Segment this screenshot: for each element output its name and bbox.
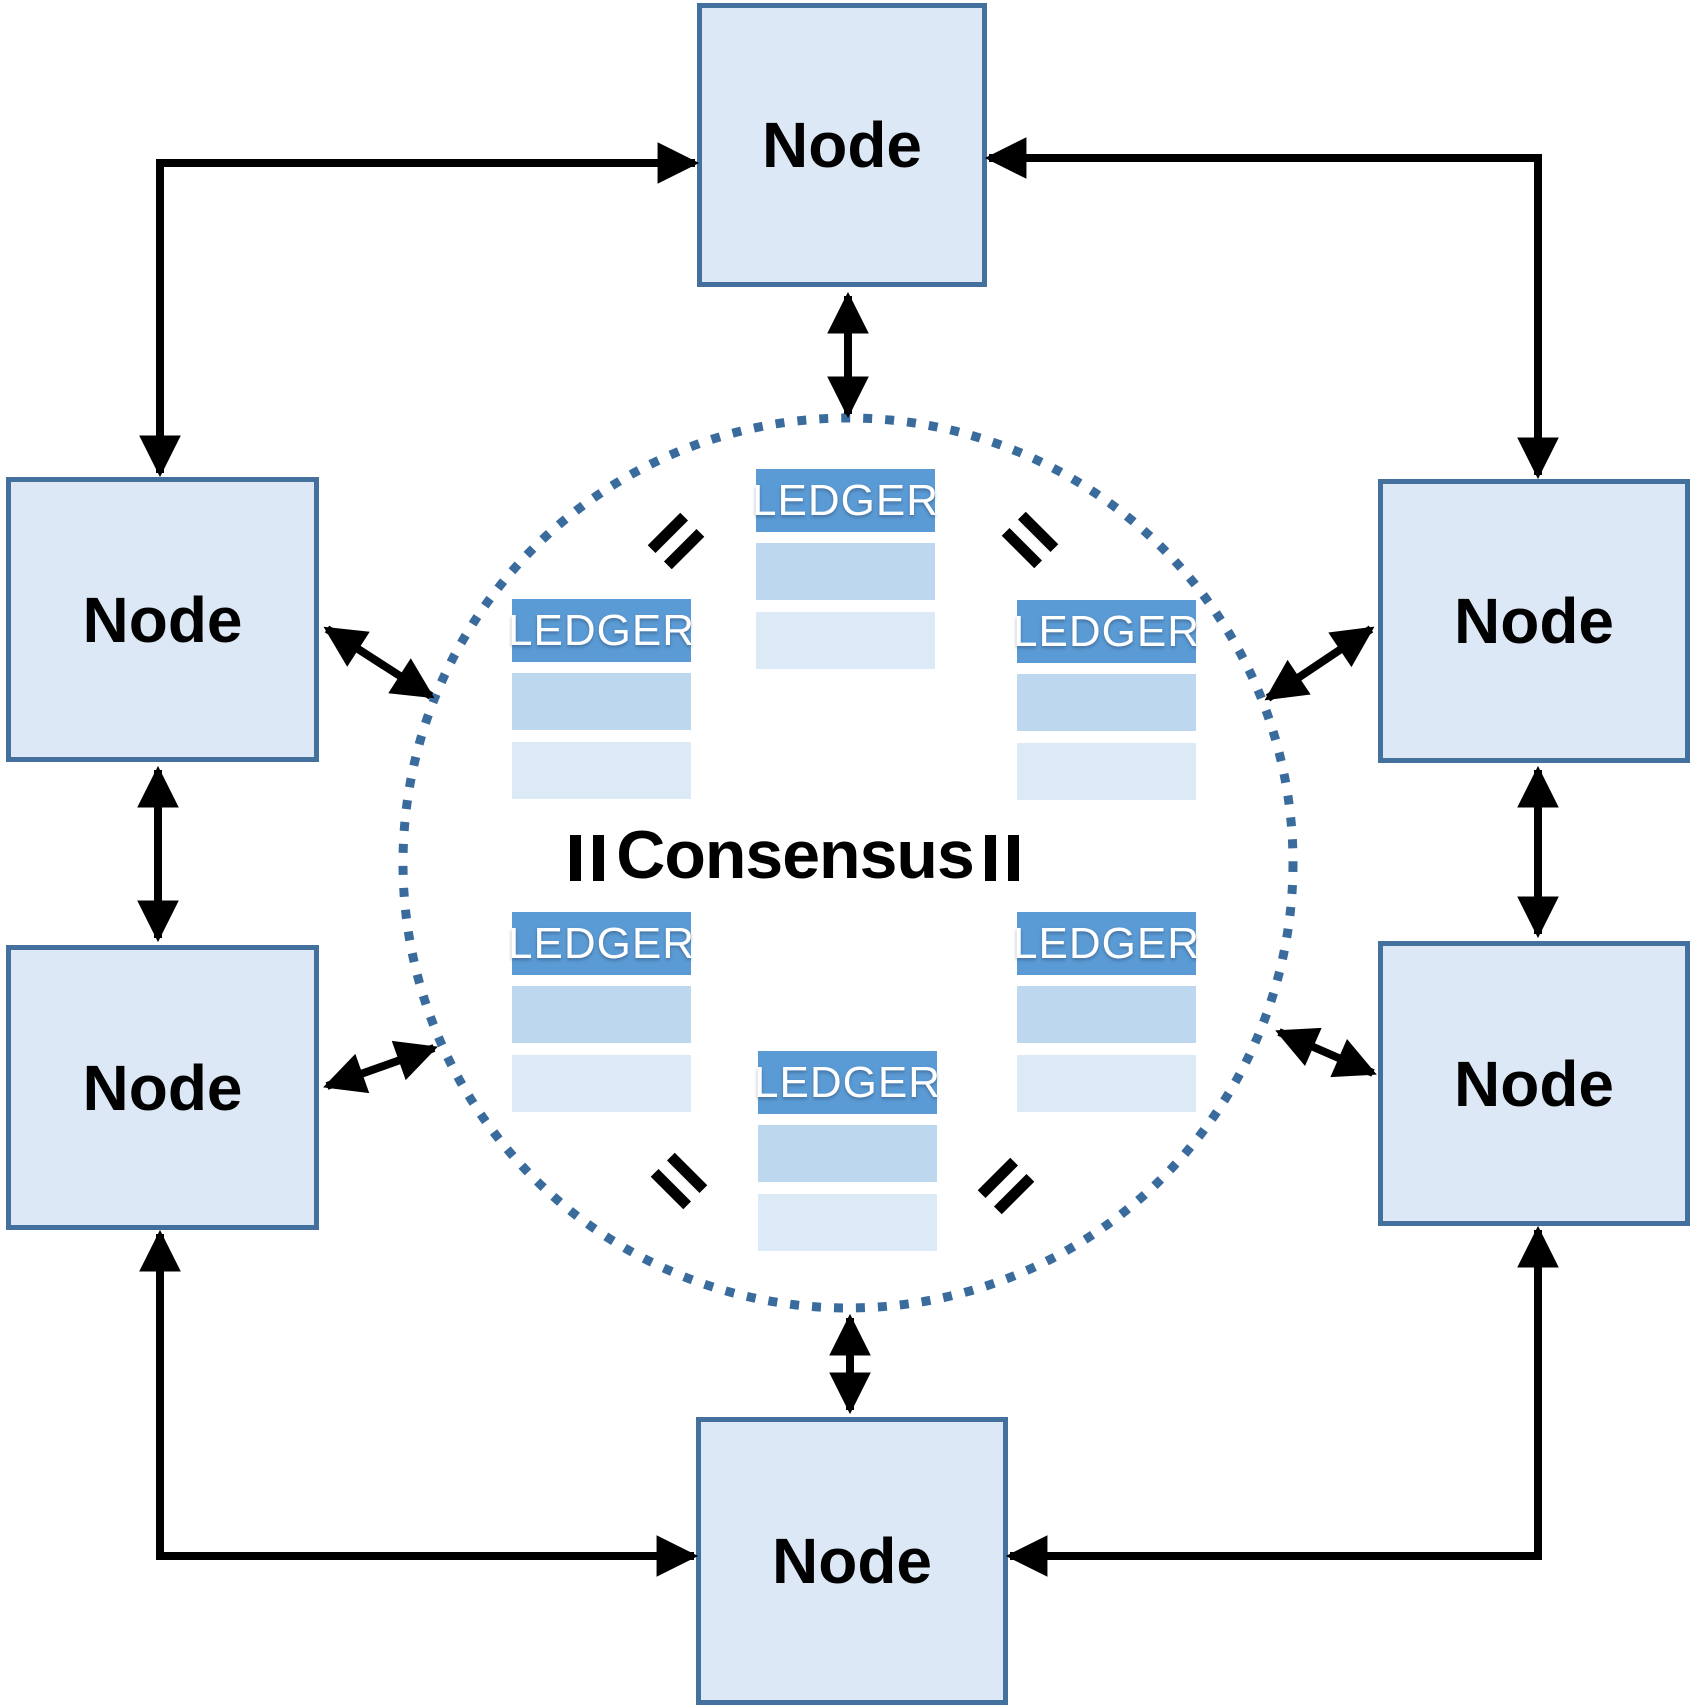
node-label: Node xyxy=(762,109,922,181)
node-right-lower: Node xyxy=(1378,941,1690,1226)
arrow-right-upper-to-circle xyxy=(1264,625,1375,702)
equals-icon xyxy=(978,1158,1035,1215)
ledger-row-1 xyxy=(1017,674,1196,731)
ledger-label: LEDGER xyxy=(1013,606,1200,656)
ledger-row-1 xyxy=(1017,986,1196,1043)
ledger-right-upper: LEDGER xyxy=(1013,600,1199,800)
ledger-row-2 xyxy=(512,742,691,799)
ledger-top: LEDGER xyxy=(752,469,938,669)
elbow-bottom-right xyxy=(1005,1225,1559,1577)
elbow-top-right xyxy=(984,137,1559,480)
equals-icon xyxy=(1002,512,1059,569)
consensus-label: Consensus xyxy=(616,816,975,893)
node-label: Node xyxy=(82,1051,243,1124)
ledger-left-lower: LEDGER xyxy=(508,912,694,1112)
ledger-bottom: LEDGER xyxy=(754,1051,940,1251)
ledger-header: LEDGER xyxy=(754,1051,940,1114)
node-label: Node xyxy=(82,583,243,656)
ledger-row-2 xyxy=(512,1055,691,1112)
node-label: Node xyxy=(772,1525,932,1597)
ledger-header: LEDGER xyxy=(1013,912,1199,975)
node-bottom: Node xyxy=(696,1417,1008,1705)
equals-icon xyxy=(985,835,1019,881)
ledger-header: LEDGER xyxy=(1013,600,1199,663)
arrow-left-upper-to-circle xyxy=(323,625,435,700)
ledger-label: LEDGER xyxy=(508,918,695,968)
elbow-bottom-left xyxy=(139,1229,699,1577)
ledger-row-1 xyxy=(756,543,935,600)
ledger-label: LEDGER xyxy=(508,605,695,655)
ledger-header: LEDGER xyxy=(508,912,694,975)
ledger-row-2 xyxy=(756,612,935,669)
equals-icon xyxy=(651,1153,708,1210)
ledger-label: LEDGER xyxy=(752,475,939,525)
ledger-row-1 xyxy=(512,673,691,730)
ledger-header: LEDGER xyxy=(752,469,938,532)
ledger-left-upper: LEDGER xyxy=(508,599,694,799)
node-label: Node xyxy=(1454,585,1614,657)
ledger-label: LEDGER xyxy=(1013,918,1200,968)
ledger-row-1 xyxy=(758,1125,937,1182)
ledger-row-1 xyxy=(512,986,691,1043)
arrow-right-lower-to-circle xyxy=(1275,1027,1377,1078)
node-top: Node xyxy=(697,3,987,287)
equals-icon xyxy=(570,835,604,881)
node-left-lower: Node xyxy=(6,945,319,1230)
node-label: Node xyxy=(1454,1047,1614,1120)
ledger-row-2 xyxy=(758,1194,937,1251)
elbow-top-left xyxy=(139,142,700,478)
ledger-header: LEDGER xyxy=(508,599,694,662)
node-left-upper: Node xyxy=(6,477,319,762)
node-right-upper: Node xyxy=(1378,479,1690,763)
equals-icon xyxy=(648,513,705,570)
ledger-row-2 xyxy=(1017,1055,1196,1112)
arrow-left-lower-to-circle xyxy=(323,1040,438,1094)
ledger-row-2 xyxy=(1017,743,1196,800)
ledger-label: LEDGER xyxy=(754,1057,941,1107)
ledger-right-lower: LEDGER xyxy=(1013,912,1199,1112)
